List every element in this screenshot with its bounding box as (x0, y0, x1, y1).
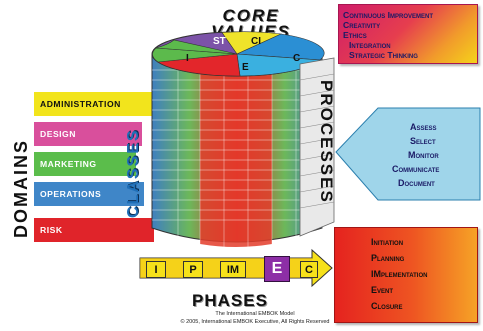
cylinder-body (151, 53, 323, 247)
core-segment-i: I (186, 53, 189, 64)
phase-box-i: I (146, 261, 166, 278)
domain-label: RISK (40, 225, 63, 235)
core-segment-ci: CI (251, 36, 261, 47)
phase-item: Initiation (371, 237, 404, 247)
phase-item: Closure (371, 301, 403, 311)
core-value-item: Integration (349, 40, 391, 50)
core-value-item: Ethics (343, 30, 367, 40)
process-item: Document (398, 178, 435, 188)
processes-arrow (335, 107, 481, 201)
cylinder-top (151, 31, 325, 77)
domain-bar-administration: ADMINISTRATION (34, 92, 152, 116)
phases-title: PHASES (192, 291, 268, 310)
phase-box-c: C (300, 261, 318, 278)
phase-item: Event (371, 285, 394, 295)
model-caption: The International EMBOK Model (215, 311, 295, 317)
phase-box-p: P (183, 261, 203, 278)
process-item: Communicate (392, 164, 440, 174)
core-segment-c: C (293, 53, 301, 64)
domain-bar-design: DESIGN (34, 122, 142, 146)
phase-box-e: E (264, 256, 290, 282)
phase-item: IMplementation (371, 269, 428, 279)
copyright-notice: © 2005, International EMBOK Executive, A… (180, 319, 330, 325)
domain-label: OPERATIONS (40, 189, 102, 199)
core-segment-st: ST (213, 36, 226, 47)
core-values-list: Continuous Improvement Creativity Ethics… (338, 4, 478, 64)
core-value-item: Continuous Improvement (343, 10, 433, 20)
process-item: Monitor (408, 150, 439, 160)
process-item: Select (410, 136, 436, 146)
domain-label: DESIGN (40, 129, 76, 139)
phases-list: Initiation Planning IMplementation Event… (334, 227, 478, 323)
domain-bar-operations: OPERATIONS (34, 182, 144, 206)
phase-item: Planning (371, 253, 405, 263)
processes-title: PROCESSES (317, 80, 336, 204)
core-value-item: Strategic Thinking (349, 50, 418, 60)
domain-label: ADMINISTRATION (40, 99, 121, 109)
process-item: Assess (410, 122, 437, 132)
domain-bar-marketing: MARKETING (34, 152, 136, 176)
core-segment-e: E (242, 62, 249, 73)
domain-label: MARKETING (40, 159, 97, 169)
core-value-item: Creativity (343, 20, 381, 30)
domain-bar-risk: RISK (34, 218, 154, 242)
phase-box-im: IM (220, 261, 246, 278)
core-values-title-line1: CORE (222, 6, 280, 25)
processes-strip (299, 57, 335, 237)
